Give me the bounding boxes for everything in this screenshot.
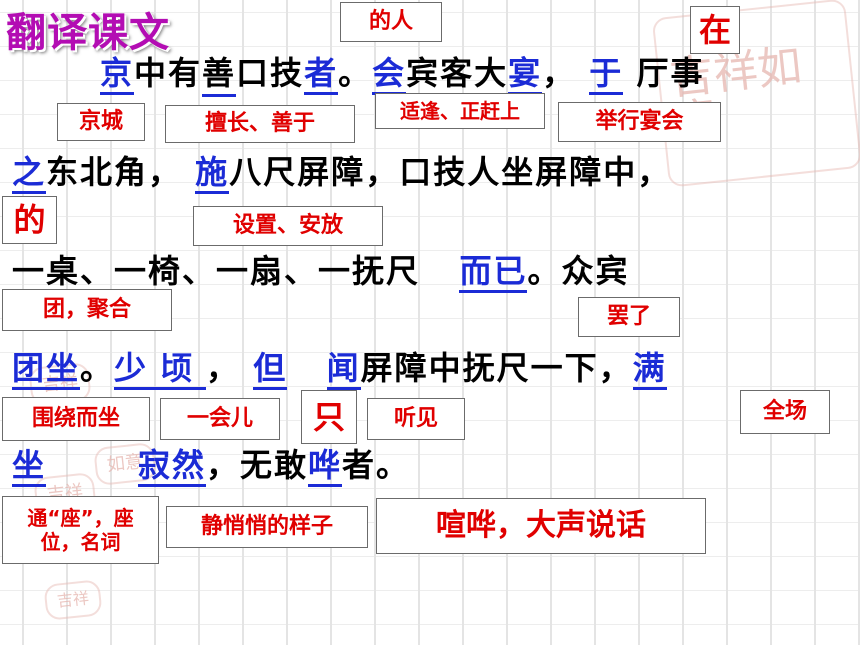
word-yan: 宴 — [508, 54, 543, 95]
word-hua: 哗 — [308, 446, 343, 487]
word-dan: 但 — [253, 349, 288, 390]
word-man: 满 — [632, 349, 667, 390]
note-jingcheng: 京城 — [57, 103, 145, 141]
note-de: 的 — [2, 196, 57, 244]
page-title: 翻译课文 — [6, 10, 170, 56]
word-jing: 京 — [100, 54, 135, 95]
note-tuan: 团，聚合 — [2, 289, 172, 331]
note-quanchang: 全场 — [740, 390, 830, 434]
word-eryi: 而已 — [459, 252, 528, 293]
note-zhi: 只 — [301, 390, 357, 444]
word-tuanzuo: 团坐 — [12, 349, 81, 390]
word-jiran: 寂然 — [138, 446, 207, 487]
note-tongzuo: 通“座”，座位，名词 — [2, 496, 159, 564]
note-jingqiaoqiao: 静悄悄的样子 — [166, 506, 368, 548]
note-shifeng: 适逢、正赶上 — [375, 93, 545, 129]
note-weirao: 围绕而坐 — [2, 397, 150, 441]
watermark-seal: 吉祥 — [43, 579, 103, 621]
text-line-3: 一桌、一椅、一扇、一抚尺 而已。众宾 — [12, 246, 629, 293]
word-wen: 闻 — [326, 349, 361, 390]
word-hui: 会 — [372, 54, 407, 95]
word-yu: 于 — [589, 54, 624, 95]
note-shezhi: 设置、安放 — [193, 206, 383, 246]
text-line-2: 之东北角， 施八尺屏障，口技人坐屏障中， — [12, 147, 671, 194]
note-yihuier: 一会儿 — [160, 398, 280, 440]
text-line-1: 京中有善口技者。会宾客大宴， 于 厅事 — [100, 48, 704, 97]
note-bale: 罢了 — [578, 297, 680, 337]
note-de-ren: 的人 — [340, 2, 442, 42]
note-xuanhua: 喧哗，大声说话 — [376, 498, 706, 554]
word-zuo: 坐 — [12, 446, 47, 487]
word-shan: 善 — [202, 48, 237, 97]
word-zhi: 之 — [12, 153, 47, 194]
text-line-5: 坐 寂然，无敢哗者。 — [12, 440, 410, 487]
note-tingjian: 听见 — [367, 398, 465, 440]
text-line-4: 团坐。少顷， 但 闻屏障中抚尺一下，满 — [12, 343, 667, 390]
word-zhe: 者 — [304, 54, 339, 95]
note-shanchang: 擅长、善于 — [165, 105, 355, 143]
note-zai: 在 — [690, 6, 740, 54]
word-shaoqing: 少顷 — [114, 349, 207, 390]
word-shi: 施 — [195, 153, 230, 194]
note-juxing: 举行宴会 — [558, 102, 721, 142]
